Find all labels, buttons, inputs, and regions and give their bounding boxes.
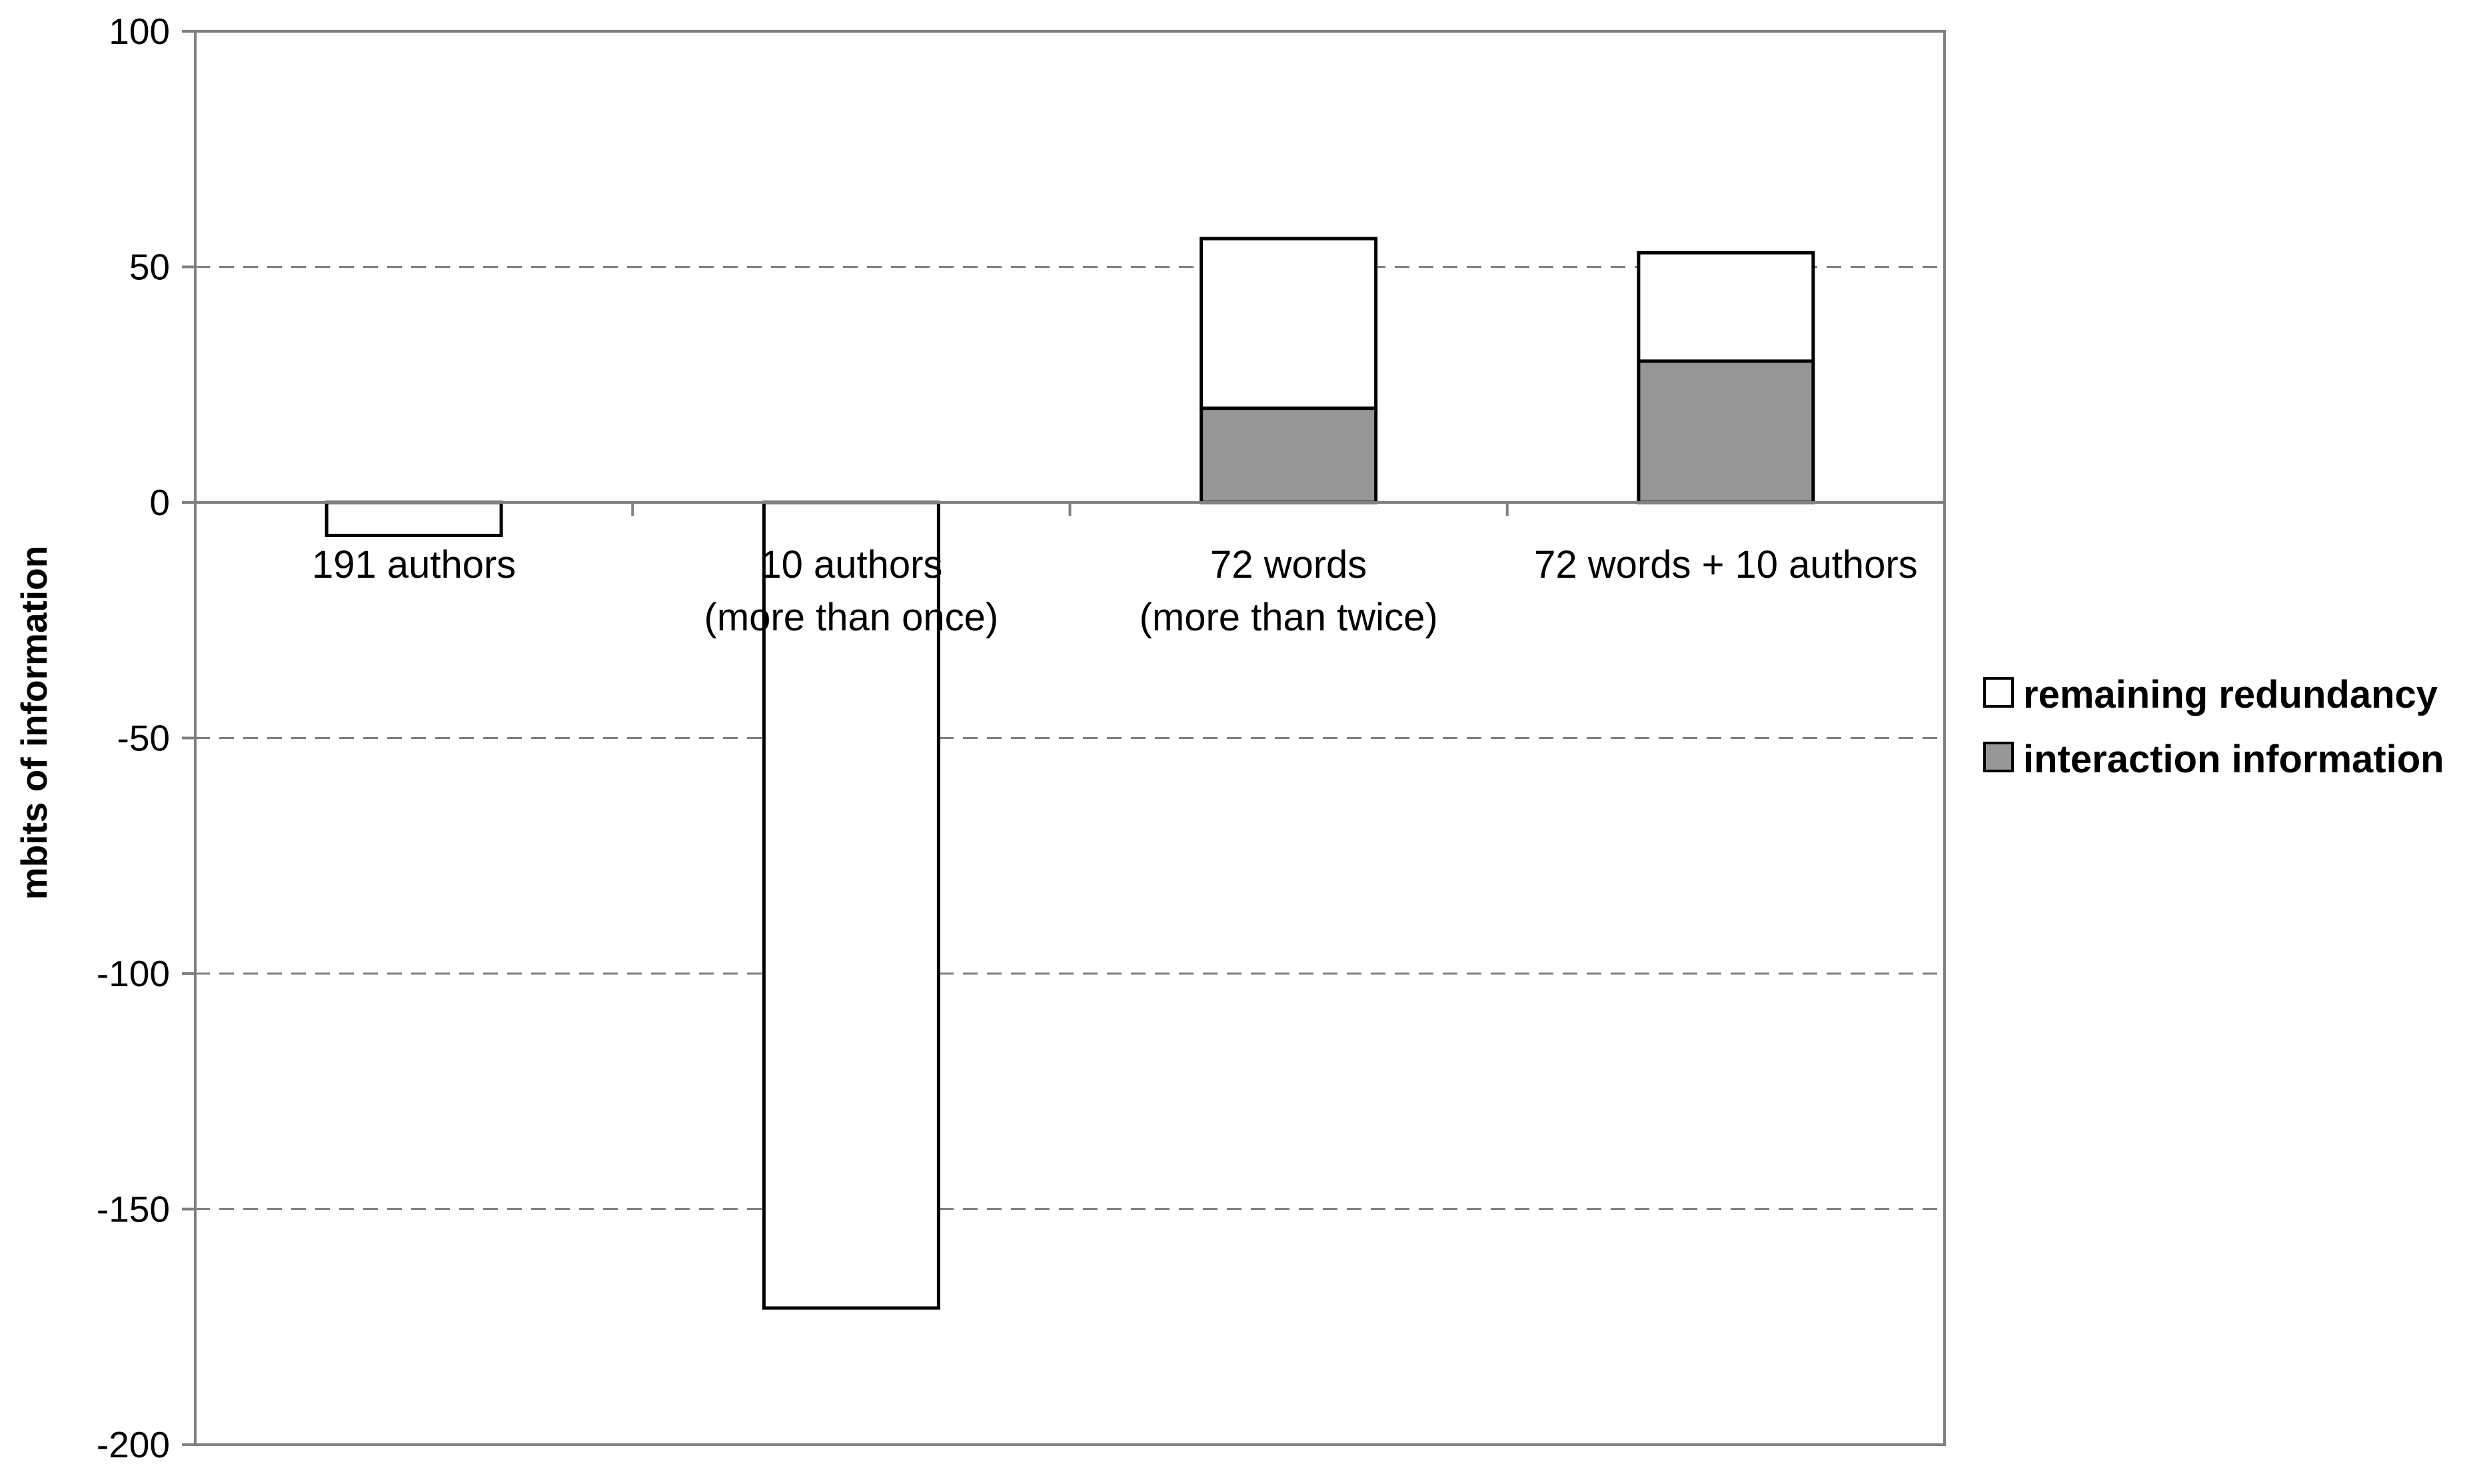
legend-swatch	[1983, 677, 2014, 708]
x-tick-label: (more than once)	[704, 596, 999, 639]
x-tick-label: (more than twice)	[1140, 596, 1438, 639]
y-tick-label: 50	[129, 247, 170, 288]
axes-layer	[182, 30, 1946, 1446]
bar	[1200, 406, 1378, 504]
x-tick-label: 72 words	[1210, 543, 1367, 586]
bar	[1637, 359, 1815, 504]
bar	[325, 500, 503, 537]
legend-layer: remaining redundancy interaction informat…	[1983, 673, 2444, 781]
bar	[1637, 251, 1815, 363]
y-axis-label: mbits of information	[13, 546, 55, 900]
x-tick-label: 72 words + 10 authors	[1534, 543, 1918, 586]
legend-label: remaining redundancy	[2023, 673, 2438, 716]
y-tick-label: -100	[97, 953, 170, 994]
x-tick-label: 191 authors	[312, 543, 516, 586]
legend-label: interaction information	[2023, 738, 2444, 781]
y-tick-label: -50	[117, 718, 171, 759]
legend-swatch	[1983, 742, 2014, 772]
y-tick-label: 0	[149, 482, 170, 523]
y-tick-label: -200	[97, 1424, 170, 1465]
y-tick-label: 100	[109, 11, 170, 52]
bar	[762, 500, 940, 1310]
grid-layer	[195, 266, 1945, 1210]
bars-layer	[325, 237, 1815, 1310]
bar	[1200, 237, 1378, 410]
y-tick-label: -150	[97, 1189, 170, 1230]
x-tick-label: 10 authors	[760, 543, 942, 586]
labels-layer: 100 50 0 -50 -100 -150 -200 191 authors 10 autho…	[13, 11, 1918, 1465]
